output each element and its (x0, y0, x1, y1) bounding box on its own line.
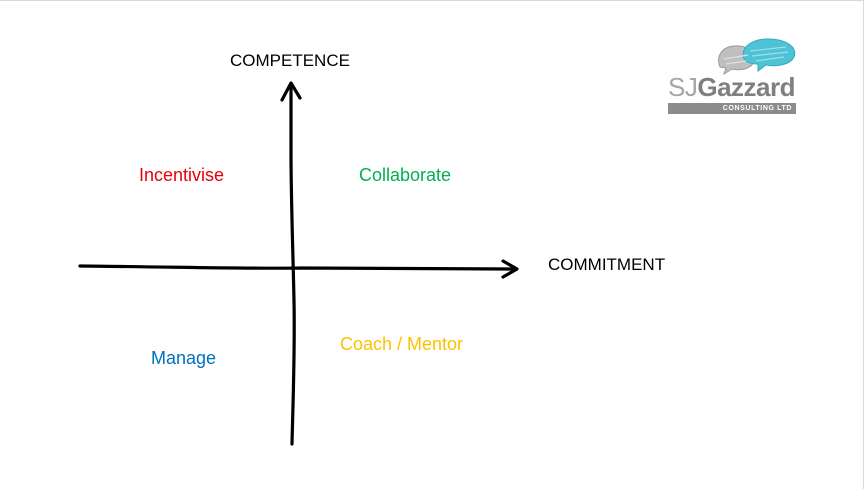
horizontal-axis-label: COMMITMENT (548, 255, 666, 274)
horizontal-axis-arrowhead (501, 259, 519, 279)
company-logo: SJGazzard CONSULTING LTD (668, 37, 800, 119)
logo-name-bold: Gazzard (697, 72, 795, 102)
horizontal-axis-line (78, 264, 518, 271)
logo-name-light: SJ (668, 72, 698, 102)
speech-bubbles-icon (718, 38, 796, 76)
quadrant-top-left-label: Incentivise (139, 165, 225, 185)
quadrant-top-right-label: Collaborate (359, 165, 452, 185)
quadrant-bottom-left-label: Manage (151, 348, 217, 368)
logo-strapline: CONSULTING LTD (668, 103, 796, 114)
vertical-axis-line (289, 84, 296, 446)
vertical-axis-arrowhead (280, 81, 302, 102)
quadrant-bottom-right-label: Coach / Mentor (340, 334, 464, 354)
vertical-axis-label: COMPETENCE (230, 51, 350, 70)
logo-wordmark: SJGazzard (668, 73, 795, 101)
